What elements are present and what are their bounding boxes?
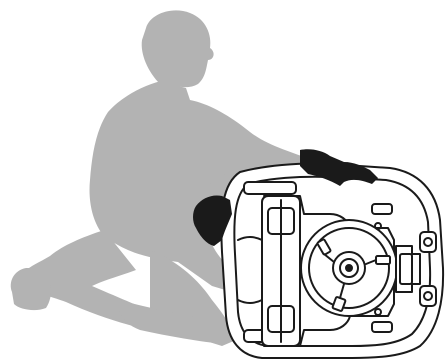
- rear-wheel-top: [244, 182, 296, 194]
- cutting-blade-disc-icon: [301, 220, 397, 316]
- front-wheel-bottom: [420, 286, 436, 306]
- robotic-mower: [221, 163, 443, 358]
- person-rear-foot: [11, 268, 51, 310]
- front-wheel-top: [420, 232, 436, 252]
- person-head: [142, 10, 214, 87]
